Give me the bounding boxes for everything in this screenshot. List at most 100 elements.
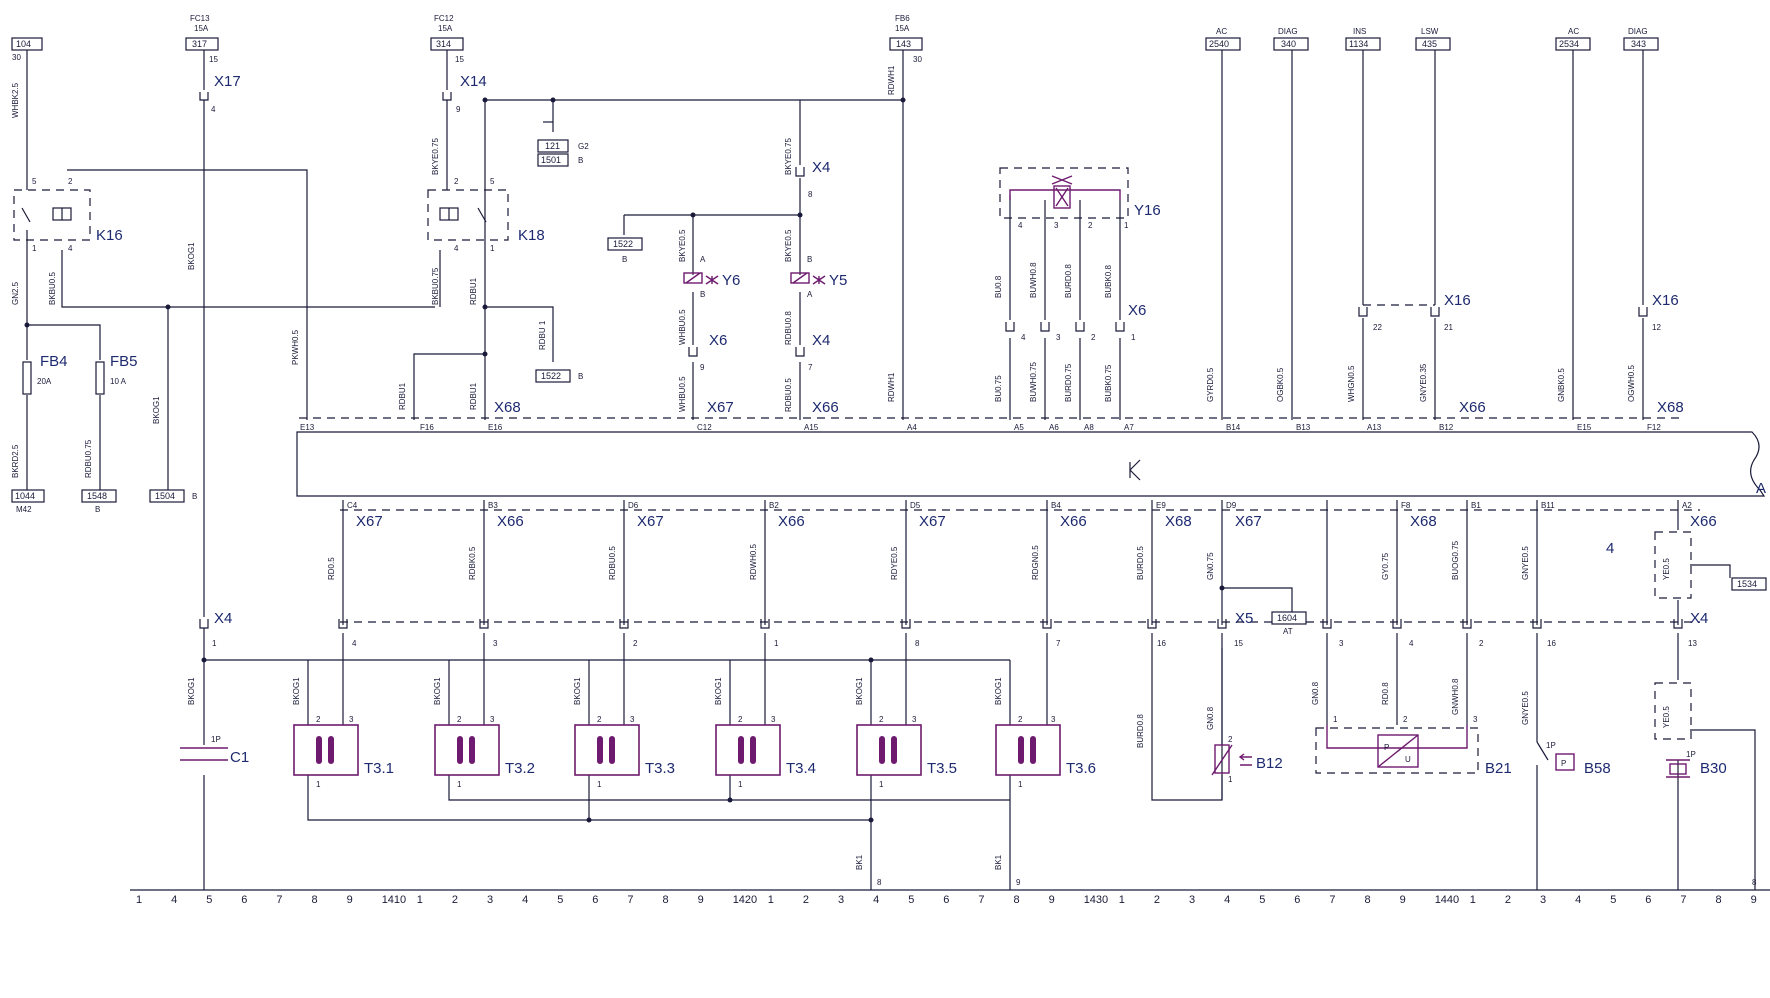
svg-text:1: 1	[212, 639, 217, 648]
svg-text:GNWH0.8: GNWH0.8	[1451, 678, 1460, 715]
component-b21: B21	[1485, 760, 1512, 777]
ref-317-rating: 15A	[194, 24, 209, 33]
svg-text:C12: C12	[697, 423, 712, 432]
svg-text:A6: A6	[1049, 423, 1059, 432]
svg-text:4: 4	[454, 244, 459, 253]
component-y5: Y5	[829, 272, 847, 289]
svg-text:BUWH0.75: BUWH0.75	[1029, 361, 1038, 402]
ref-1548: 1548	[87, 491, 107, 501]
svg-text:E9: E9	[1156, 501, 1166, 510]
connector-x68-a: X68	[494, 399, 521, 416]
svg-text:F12: F12	[1647, 423, 1661, 432]
connector-x5: X5	[1235, 610, 1253, 627]
svg-text:8: 8	[1752, 878, 1757, 887]
svg-text:BKBU0.5: BKBU0.5	[48, 272, 57, 305]
svg-text:9: 9	[456, 105, 461, 114]
svg-text:12: 12	[1652, 323, 1661, 332]
svg-text:RDBU0.75: RDBU0.75	[84, 439, 93, 478]
svg-text:3: 3	[630, 715, 635, 724]
svg-text:3: 3	[1054, 221, 1059, 230]
svg-text:3: 3	[490, 715, 495, 724]
svg-text:BKOG1: BKOG1	[994, 677, 1003, 705]
connector-x66-d: X66	[778, 513, 805, 530]
component-t3-5: T3.5	[927, 760, 957, 777]
scale-label: 9	[698, 894, 704, 906]
svg-text:B: B	[700, 290, 705, 299]
svg-text:BKOG1: BKOG1	[714, 677, 723, 705]
svg-text:1: 1	[457, 780, 462, 789]
svg-text:U: U	[1405, 755, 1411, 764]
ref-m42: M42	[16, 505, 32, 514]
svg-text:8: 8	[915, 639, 920, 648]
ref-317-label: 317	[192, 39, 207, 49]
connector-names: X17 X14 X4 X6 X4 X6 X16 X16 X68 X67 X66 …	[214, 73, 1717, 627]
ref-1134-label: 1134	[1349, 39, 1368, 49]
connector-x66-e: X66	[1060, 513, 1087, 530]
svg-text:A: A	[700, 255, 706, 264]
component-k18: K18	[518, 227, 545, 244]
svg-text:GN0.75: GN0.75	[1206, 552, 1215, 580]
svg-text:2: 2	[68, 177, 73, 186]
svg-text:7: 7	[1056, 639, 1061, 648]
svg-text:8: 8	[877, 878, 882, 887]
svg-text:BKOG1: BKOG1	[187, 242, 196, 270]
component-y16: Y16	[1134, 202, 1161, 219]
ref-1522-b: 1522	[541, 371, 561, 381]
svg-text:16: 16	[1157, 639, 1166, 648]
ref-143-pin: 30	[913, 55, 922, 64]
connector-x67-a: X67	[707, 399, 734, 416]
svg-text:A2: A2	[1682, 501, 1692, 510]
svg-text:BUBK0.75: BUBK0.75	[1104, 364, 1113, 402]
svg-text:D5: D5	[910, 501, 921, 510]
svg-text:BURD0.8: BURD0.8	[1136, 714, 1145, 748]
scale-label: 4	[873, 894, 879, 906]
component-fb4: FB4	[40, 353, 68, 370]
component-t3-6: T3.6	[1066, 760, 1096, 777]
component-c1: C1	[230, 749, 249, 766]
svg-text:2: 2	[1018, 715, 1023, 724]
ref-2534-label: 2534	[1559, 39, 1579, 49]
svg-text:2: 2	[454, 177, 459, 186]
connector-x66-a: X66	[812, 399, 839, 416]
svg-text:BURD0.8: BURD0.8	[1064, 264, 1073, 298]
svg-text:4: 4	[1409, 639, 1414, 648]
capacitor-c1: 1P	[180, 735, 228, 761]
ref-1522a-b: B	[622, 255, 627, 264]
top-references: 30 104 FC13 15A 317 15 FC12 15A 314 15 F…	[11, 14, 1659, 64]
svg-text:WHBU0.5: WHBU0.5	[678, 309, 687, 345]
svg-text:RD0.8: RD0.8	[1381, 682, 1390, 705]
svg-text:GN2.5: GN2.5	[11, 281, 20, 305]
component-b12: B12	[1256, 755, 1283, 772]
connector-x17: X17	[214, 73, 241, 90]
svg-text:RDWH1: RDWH1	[887, 372, 896, 402]
svg-text:GNBK0.5: GNBK0.5	[1557, 368, 1566, 402]
fuse-fb4-rating: 20A	[37, 377, 52, 386]
scale-label: 8	[1716, 894, 1722, 906]
connector-x6-b: X6	[1128, 302, 1146, 319]
svg-text:B11: B11	[1541, 501, 1555, 510]
svg-text:BKYE0.75: BKYE0.75	[431, 138, 440, 175]
svg-text:1: 1	[879, 780, 884, 789]
connector-x67-d: X67	[919, 513, 946, 530]
ref-314-label: 314	[436, 39, 451, 49]
ref-1534: 1534	[1737, 579, 1757, 589]
scale-label: 5	[1259, 894, 1265, 906]
svg-text:B: B	[807, 255, 812, 264]
svg-text:RD0.5: RD0.5	[327, 557, 336, 580]
ref-340-fuse: DIAG	[1278, 27, 1298, 36]
svg-text:BU0.75: BU0.75	[994, 375, 1003, 402]
svg-text:1: 1	[1228, 775, 1233, 784]
scale-label: 8	[663, 894, 669, 906]
ref-314-pin: 15	[455, 55, 464, 64]
ref-1522b-b: B	[578, 372, 583, 381]
svg-text:BKOG1: BKOG1	[187, 677, 196, 705]
svg-text:2: 2	[1091, 333, 1096, 342]
svg-text:1: 1	[1124, 221, 1129, 230]
svg-text:A5: A5	[1014, 423, 1024, 432]
component-t3-1: T3.1	[364, 760, 394, 777]
sensor-b12	[1211, 744, 1252, 776]
scale-label: 9	[1400, 894, 1406, 906]
svg-text:3: 3	[1056, 333, 1061, 342]
connector-dash-lines	[299, 304, 1700, 623]
scale-label: 2	[452, 894, 458, 906]
